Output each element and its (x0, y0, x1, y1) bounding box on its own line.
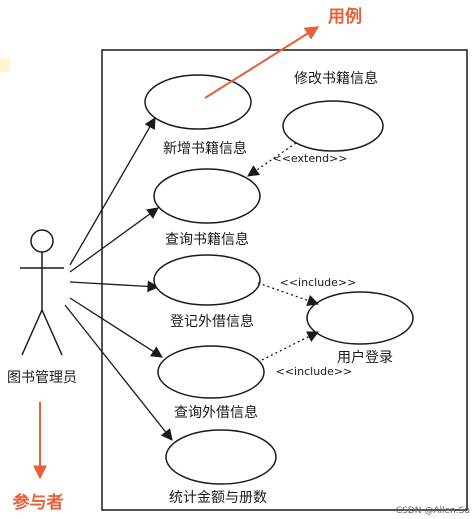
assoc-query-books (69, 207, 159, 273)
include-line-register (257, 282, 320, 307)
use-case-login (306, 291, 414, 345)
assoc-query-loans (69, 297, 163, 358)
extend-label: <<extend>> (273, 152, 348, 165)
use-case-stats (165, 429, 277, 485)
actor-note: 参与者 (13, 492, 64, 513)
use-case-register-loan (153, 254, 261, 306)
highlight-strip (0, 58, 10, 72)
use-case-add (144, 74, 252, 130)
associations (64, 116, 173, 441)
use-case-query-loans (157, 345, 265, 399)
assoc-register-loan (69, 280, 160, 293)
use-case-add-label: 新增书籍信息 (163, 140, 247, 157)
actor-figure (20, 229, 64, 356)
assoc-add (69, 116, 156, 266)
use-case-query-books-label: 查询书籍信息 (165, 231, 249, 248)
use-case-register-loan-label: 登记外借信息 (170, 313, 254, 330)
system-boundary (101, 49, 468, 511)
use-case-login-label: 用户登录 (337, 349, 393, 366)
include-label-register: <<include>> (280, 276, 357, 289)
include-line-query (261, 331, 320, 361)
assoc-stats (64, 304, 173, 441)
use-case-note: 用例 (328, 6, 362, 27)
include-label-query: <<include>> (276, 365, 353, 378)
use-case-modify-label: 修改书籍信息 (294, 70, 378, 87)
use-case-note-arrow (204, 26, 320, 99)
use-case-query-loans-label: 查询外借信息 (174, 404, 258, 421)
watermark: CSDN @Allen.Su (396, 506, 470, 516)
use-case-stats-label: 统计金额与册数 (169, 490, 267, 506)
use-case-query-books (153, 168, 261, 224)
use-case-modify (282, 100, 384, 152)
actor-label: 图书管理员 (7, 370, 77, 386)
